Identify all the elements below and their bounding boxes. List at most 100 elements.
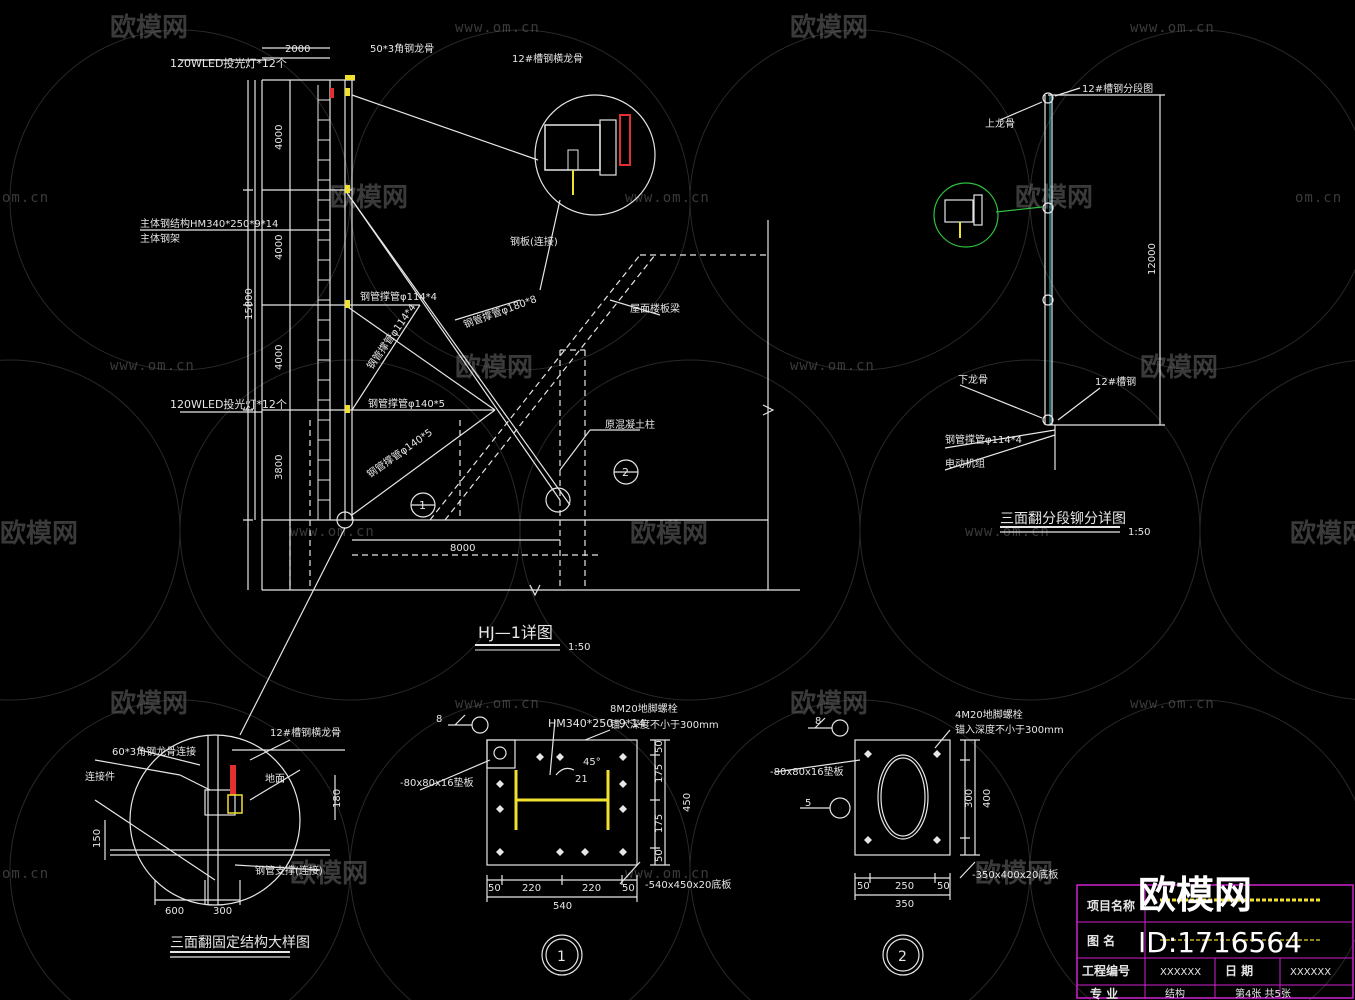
detail-2-bolts-sub: 锚入深度不小于300mm (955, 723, 1064, 736)
detail-a-ground-label: 地面 (265, 772, 285, 785)
detail-1-weld: 8 (436, 714, 442, 725)
detail-2-plate: -80x80x16垫板 (770, 765, 844, 778)
corner-watermark: 欧模网 ID:1716564 (1138, 873, 1302, 959)
led-top-label: 120WLED投光灯*12个 (170, 56, 287, 70)
section-view (933, 87, 1165, 533)
detail-2-view (774, 717, 980, 976)
led-bottom-label: 120WLED投光灯*12个 (170, 397, 287, 411)
beam-label: 主体钢结构HM340*250*9*14 (140, 217, 278, 230)
detail-a-channel-label: 12#槽钢横龙骨 (270, 726, 341, 739)
watermark-brand: 欧模网 (975, 858, 1053, 889)
detail-1-dim-h-total: 450 (682, 793, 693, 812)
detail-1-angle-r: 21 (575, 774, 588, 785)
detail-1-dim-v2: 175 (654, 814, 665, 833)
dim-seg3: 4000 (274, 345, 285, 370)
detail-a-dim-w2: 300 (213, 906, 232, 917)
tb-specialty-value: 结构 (1165, 987, 1185, 1000)
brace4-label: 钢管撑管φ140*5 (368, 397, 445, 410)
detail-a-dim-w1: 600 (165, 906, 184, 917)
column-label: 原混凝土柱 (605, 418, 655, 431)
marker-2-label: 2 (622, 466, 629, 479)
detail-1-view (419, 714, 670, 976)
tb-sheet-value: 第4张 共5张 (1235, 987, 1291, 1000)
detail-1-dim-v0: 50 (654, 740, 665, 753)
corner-brand: 欧模网 (1138, 873, 1252, 917)
section-view-scale: 1:50 (1128, 527, 1150, 538)
main-elevation-view (140, 47, 800, 736)
tb-project-no-value: XXXXXX (1160, 967, 1201, 978)
detail-2-labels: 8 5 4M20地脚螺栓 锚入深度不小于300mm -80x80x16垫板 30… (770, 708, 1064, 965)
watermark-url: www.om.cn (625, 190, 710, 206)
detail-2-marker: 2 (898, 949, 907, 965)
tb-project-name-label: 项目名称 (1087, 898, 1135, 913)
detail-a-title: 三面翻固定结构大样图 (170, 935, 310, 951)
detail-2-weld: 8 (815, 716, 821, 727)
section-power-label: 电动机组 (945, 457, 985, 470)
section-pipe-label: 钢管撑管φ114*4 (945, 433, 1022, 446)
watermark-brand: 欧模网 (790, 688, 868, 719)
corner-id: ID:1716564 (1138, 926, 1302, 959)
detail-2-bolts-label: 4M20地脚螺栓 (955, 708, 1023, 721)
detail-2-base: -350x400x20底板 (972, 868, 1058, 881)
section-top-channel-label: 12#槽钢分段图 (1082, 82, 1153, 95)
watermark-url: www.om.cn (1130, 20, 1215, 36)
dim-total: 15800 (244, 288, 255, 320)
dim-seg1: 4000 (274, 125, 285, 150)
angle-top-label: 50*3角钢龙骨 (370, 42, 434, 55)
detail-1-hbeam (514, 770, 610, 830)
section-channel-label: 12#槽钢 (1095, 375, 1136, 388)
watermark-brand: 欧模网 (110, 688, 188, 719)
detail-1-dim-v1: 175 (654, 764, 665, 783)
watermark-brand: 欧模网 (1015, 182, 1093, 213)
watermark-layer: 欧模网 www.om.cn 欧模网 www.om.cn om.cn 欧模网 ww… (0, 12, 1355, 889)
watermark-url: www.om.cn (1130, 696, 1215, 712)
main-accents (330, 75, 631, 413)
title-block: 项目名称 图 名 工程编号 XXXXXX 日 期 XXXXXX 专 业 结构 第… (1076, 884, 1354, 1000)
watermark-url: om.cn (2, 866, 49, 882)
detail-2-dim-h0: 50 (857, 881, 870, 892)
watermark-brand: 欧模网 (0, 518, 78, 549)
detail-1-dim-h0: 50 (488, 883, 501, 894)
dim-seg4: 3800 (274, 455, 285, 480)
section-height-dim: 12000 (1147, 243, 1158, 275)
section-upper-bar-label: 上龙骨 (985, 117, 1015, 130)
beam-sub-label: 主体钢架 (140, 232, 180, 245)
detail-2-width-total: 350 (895, 899, 914, 910)
detail-1-dim-h3: 50 (622, 883, 635, 894)
watermark-brand: 欧模网 (1140, 352, 1218, 383)
detail-a-labels: 60*3角钢龙骨连接 12#槽钢横龙骨 连接件 地面 钢管支撑(连接) 180 … (85, 726, 343, 951)
detail-a-angle-label: 60*3角钢龙骨连接 (112, 745, 196, 758)
tb-date-label: 日 期 (1225, 963, 1253, 978)
tb-drawing-name-label: 图 名 (1087, 933, 1115, 948)
watermark-brand: 欧模网 (1290, 518, 1355, 549)
watermark-brand: 欧模网 (455, 352, 533, 383)
detail-2-dim-v0: 300 (964, 789, 975, 808)
main-view-scale: 1:50 (568, 642, 590, 653)
detail-2-dim-v1: 400 (982, 789, 993, 808)
watermark-url: www.om.cn (290, 524, 375, 540)
steel-tube-label: 12#槽钢横龙骨 (512, 52, 583, 65)
detail-conn-label: 钢板(连接) (510, 235, 558, 248)
main-view-title: HJ—1详图 (478, 623, 553, 642)
section-lower-bar-label: 下龙骨 (958, 373, 988, 386)
watermark-url: www.om.cn (790, 358, 875, 374)
detail-1-plate: -80x80x16垫板 (400, 776, 474, 789)
detail-1-labels: 8 HM340*250*9*14 8M20地脚螺栓 锚入深度不小于300mm -… (400, 702, 731, 965)
dim-bottom: 8000 (450, 543, 475, 554)
detail-a-support-label: 钢管支撑(连接) (255, 864, 323, 877)
detail-1-dim-v3: 50 (654, 849, 665, 862)
detail-2-dim-h1: 250 (895, 881, 914, 892)
detail-1-bolts-label: 8M20地脚螺栓 (610, 702, 678, 715)
detail-1-dim-h1: 220 (522, 883, 541, 894)
detail-1-base: -540x450x20底板 (645, 878, 731, 891)
watermark-arcs (0, 29, 1355, 1000)
brace1-label: 钢管撑管φ114*4 (360, 290, 437, 303)
watermark-brand: 欧模网 (790, 12, 868, 43)
watermark-url: www.om.cn (110, 358, 195, 374)
tb-specialty-label: 专 业 (1090, 986, 1118, 1000)
tb-project-no-label: 工程编号 (1082, 963, 1130, 978)
roof-label: 屋面楼板梁 (630, 302, 680, 315)
watermark-url: www.om.cn (455, 20, 540, 36)
